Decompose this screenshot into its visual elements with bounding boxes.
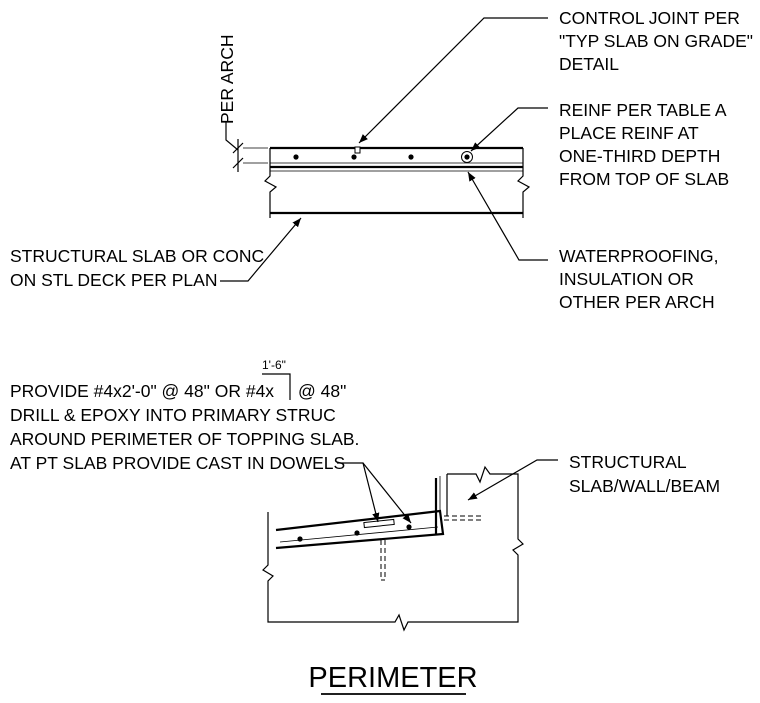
provide-line-1b: @ 48"	[298, 381, 346, 401]
upper-slab-detail: PER ARCH CONTROL JOINT PER "TYP SLAB ON …	[10, 8, 753, 312]
per-arch-leader	[225, 122, 239, 151]
reinf-line-1: REINF PER TABLE A	[559, 100, 727, 120]
structural-slab-line-1: STRUCTURAL SLAB OR CONC	[10, 246, 264, 266]
reinf-line-3: ONE-THIRD DEPTH	[559, 146, 720, 166]
per-arch-label: PER ARCH	[217, 35, 237, 124]
structural-slab-leader	[220, 217, 302, 282]
rebar-callout-circle	[461, 151, 473, 163]
horizontal-epoxy-dowel	[444, 515, 481, 521]
reinf-line-2: PLACE REINF AT	[559, 123, 699, 143]
primary-structure-outline	[262, 465, 524, 632]
control-joint-leader	[358, 17, 548, 144]
rebar-dot	[464, 154, 470, 160]
provide-line-1: PROVIDE #4x2'-0" @ 48" OR #4x	[10, 381, 274, 401]
detail-title: PERIMETER	[308, 662, 477, 694]
dimension-bracket	[262, 373, 291, 400]
right-break-line	[517, 148, 531, 218]
rebar-dot	[354, 530, 360, 536]
reinf-leader	[470, 107, 548, 152]
provide-line-2: DRILL & EPOXY INTO PRIMARY STRUC	[10, 405, 336, 425]
dim-tick-top	[232, 142, 244, 154]
left-break-line	[264, 148, 278, 218]
provide-line-4: AT PT SLAB PROVIDE CAST IN DOWELS	[10, 453, 345, 473]
dowel-bar	[363, 518, 395, 529]
structural-leader	[467, 459, 558, 501]
control-joint-line-1: CONTROL JOINT PER	[559, 8, 740, 28]
rebar-dot	[406, 524, 412, 530]
waterproofing-leader	[467, 171, 548, 261]
dim-tick-bottom	[232, 157, 244, 169]
waterproofing-line-1: WATERPROOFING,	[559, 246, 718, 266]
reinf-line-4: FROM TOP OF SLAB	[559, 169, 729, 189]
rebar-dot	[297, 536, 303, 542]
lower-perimeter-detail: 1'-6" PROVIDE #4x2'-0" @ 48" OR #4x @ 48…	[10, 358, 720, 632]
provide-line-3: AROUND PERIMETER OF TOPPING SLAB.	[10, 429, 359, 449]
topping-slab-outline	[275, 509, 445, 550]
structural-line-2: SLAB/WALL/BEAM	[569, 476, 720, 496]
control-joint-line-2: "TYP SLAB ON GRADE"	[559, 31, 753, 51]
control-joint	[354, 146, 361, 154]
rebar-dot	[293, 154, 299, 160]
waterproofing-line-3: OTHER PER ARCH	[559, 292, 715, 312]
dimension-label: 1'-6"	[262, 358, 286, 372]
waterproofing-line-2: INSULATION OR	[559, 269, 694, 289]
rebar-dot	[351, 154, 357, 160]
dowel-leader-2	[362, 462, 412, 524]
control-joint-line-3: DETAIL	[559, 54, 619, 74]
rebar-dot	[408, 154, 414, 160]
vertical-epoxy-dowel	[380, 540, 386, 581]
structural-line-1: STRUCTURAL	[569, 452, 687, 472]
structural-slab-line-2: ON STL DECK PER PLAN	[10, 270, 217, 290]
